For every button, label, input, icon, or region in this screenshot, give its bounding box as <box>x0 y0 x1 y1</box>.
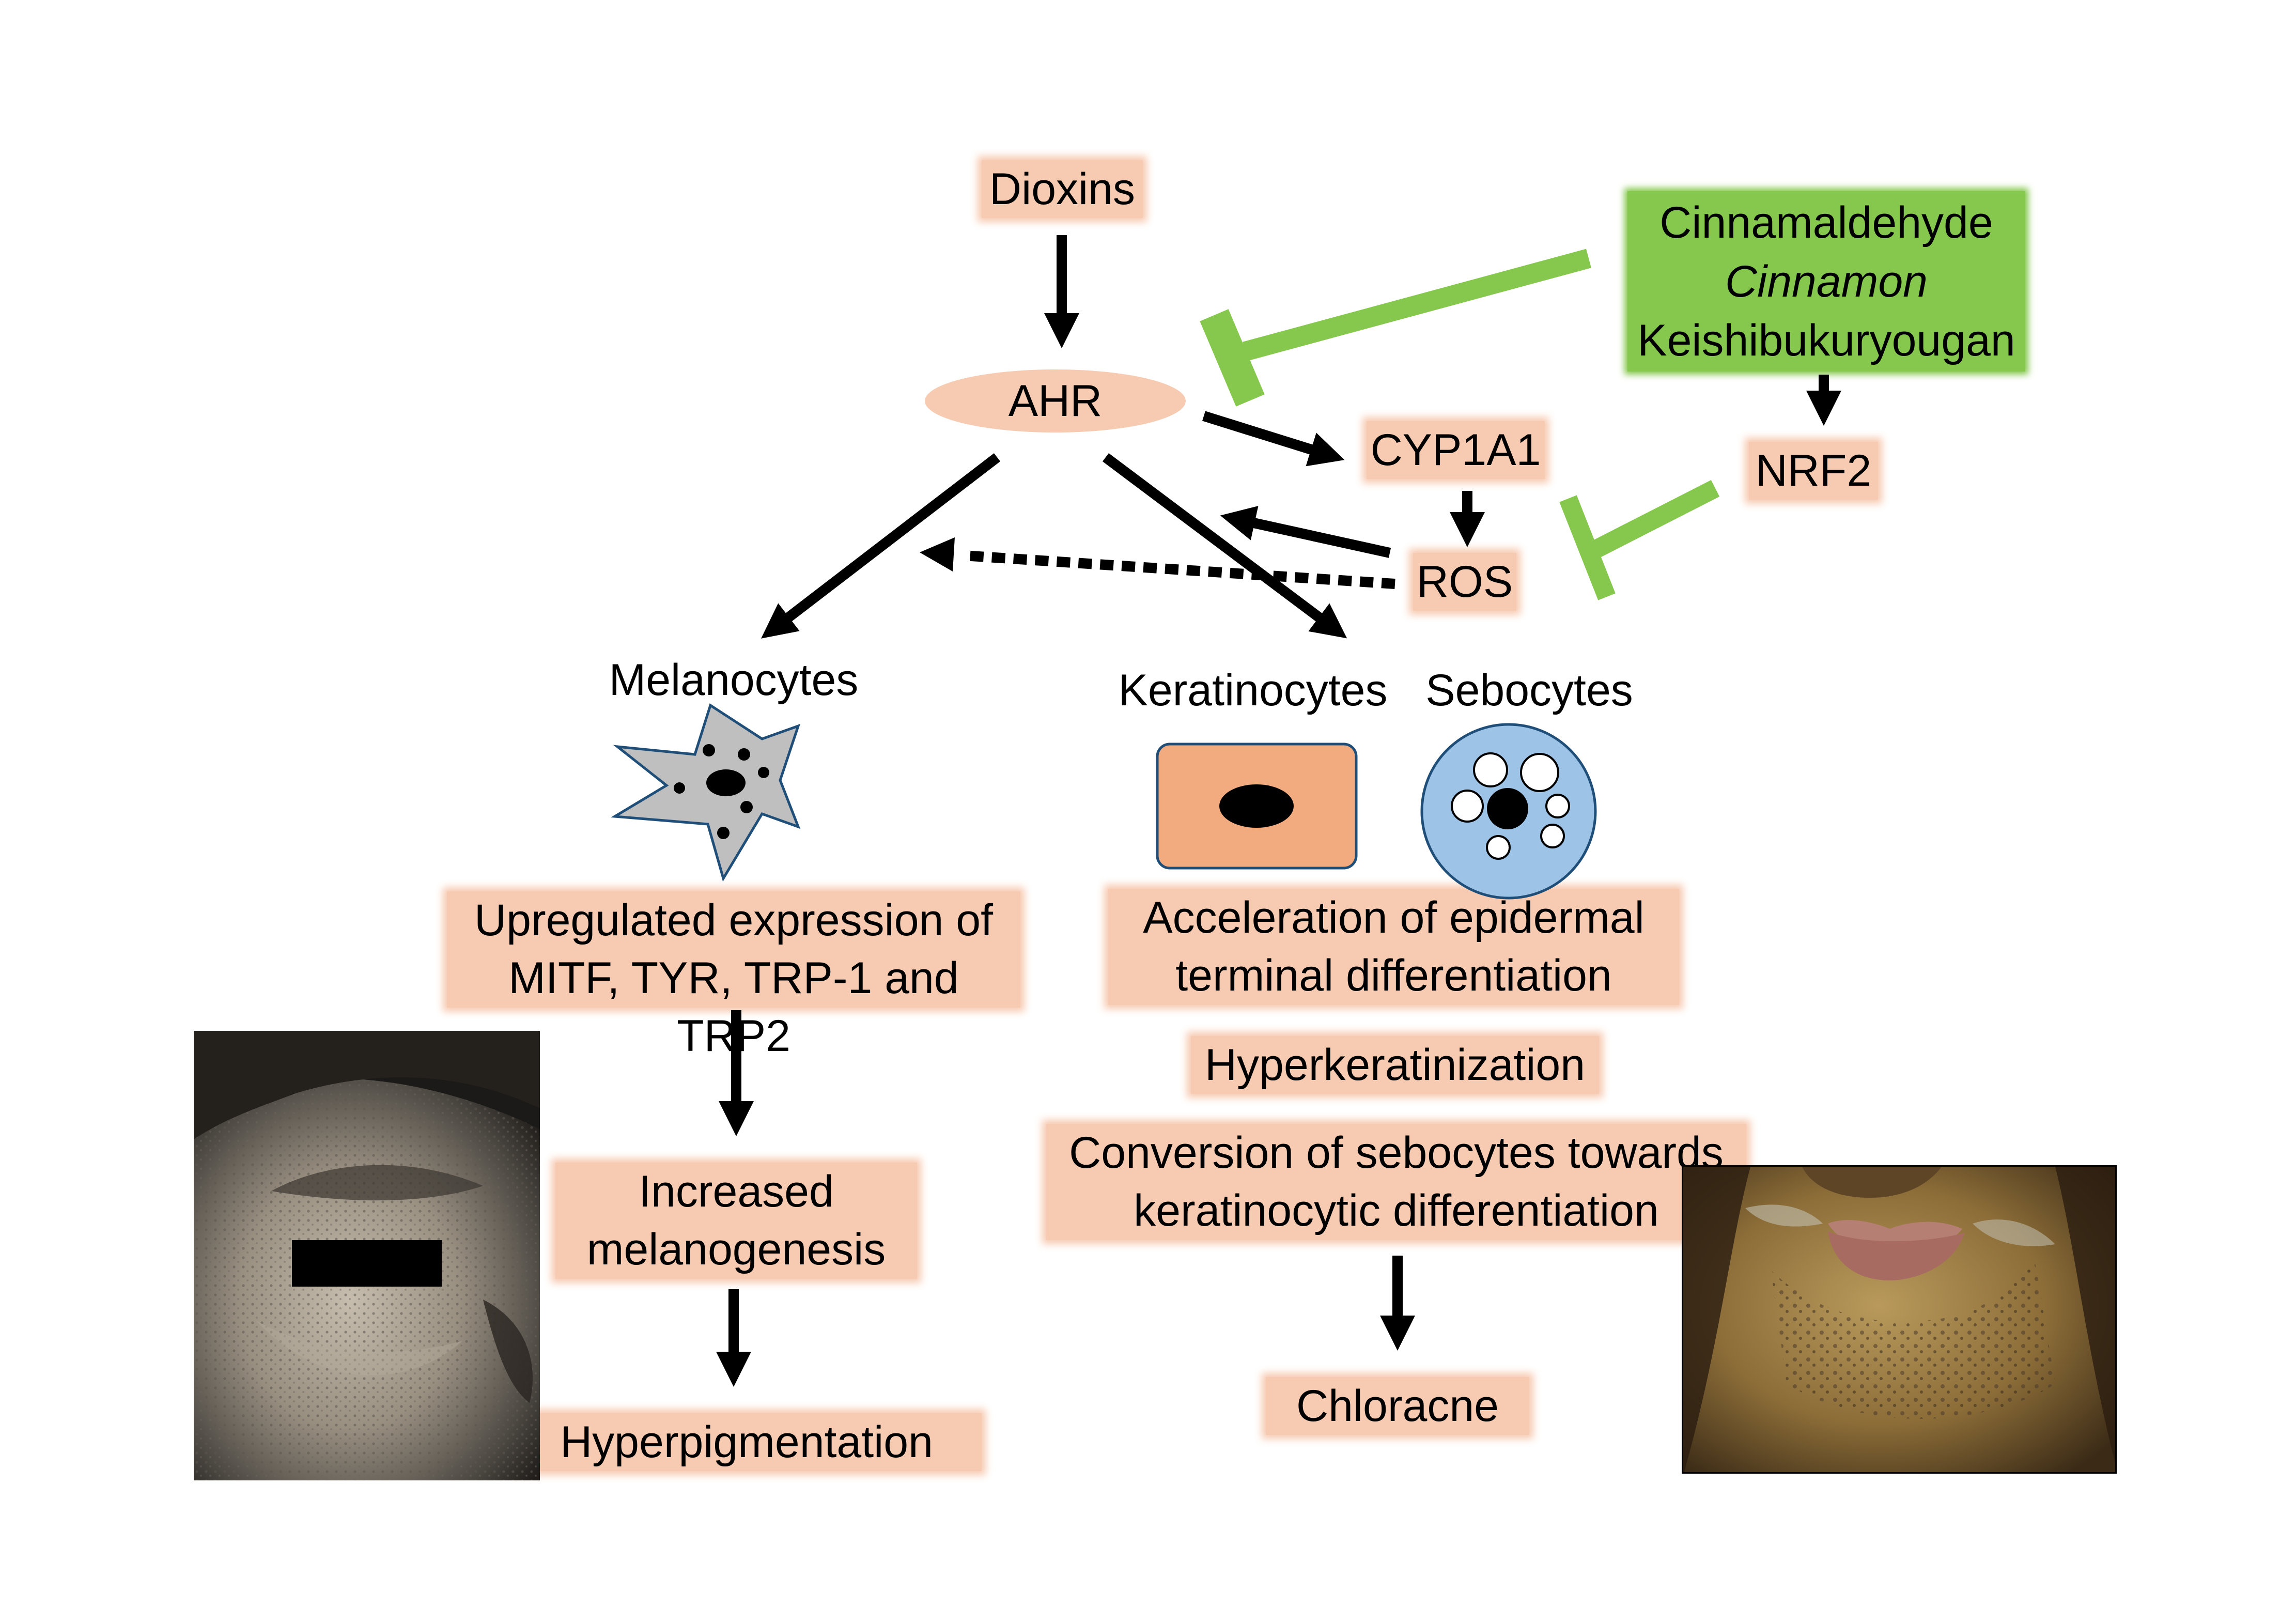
arrowhead-dotted <box>920 537 955 571</box>
ros-node: ROS <box>1413 553 1516 611</box>
inhibition-bar-ros <box>1559 480 1720 600</box>
acceleration-line-2: terminal differentiation <box>1175 951 1612 1000</box>
inhibitor-line-2: Cinnamon <box>1725 257 1928 306</box>
nrf2-node: NRF2 <box>1749 442 1878 500</box>
arrow-ahr-to-cyp1a1 <box>1202 411 1345 467</box>
melanocyte-cell <box>611 703 801 882</box>
nrf2-label: NRF2 <box>1755 446 1872 496</box>
chloracne-photo <box>1682 1165 2117 1474</box>
cyp1a1-label: CYP1A1 <box>1370 425 1541 475</box>
upregulated-line-1: Upregulated expression of <box>474 895 993 945</box>
keratinocyte-cell <box>1156 743 1358 870</box>
inhibitor-line-1: Cinnamaldehyde <box>1659 198 1993 248</box>
conversion-box: Conversion of sebocytes towards keratino… <box>1046 1124 1746 1240</box>
hyperpigmentation-label: Hyperpigmentation <box>560 1417 933 1467</box>
increased-melanogenesis-box: Increased melanogenesis <box>555 1163 917 1279</box>
arrow-ahr-to-keratinocytes <box>1103 453 1347 639</box>
acceleration-line-1: Acceleration of epidermal <box>1143 893 1645 942</box>
arrow-ros-to-ahr <box>1220 506 1391 558</box>
acceleration-box: Acceleration of epidermal terminal diffe… <box>1108 889 1679 1005</box>
ros-label: ROS <box>1416 557 1513 607</box>
increased-line-1: Increased <box>639 1167 834 1216</box>
inhibition-bar-ahr <box>1200 249 1591 407</box>
conversion-line-2: keratinocytic differentiation <box>1134 1186 1659 1235</box>
inhibitor-box: Cinnamaldehyde Cinnamon Keishibukuryouga… <box>1627 191 2025 372</box>
hyperpigmentation-box: Hyperpigmentation <box>511 1413 982 1471</box>
inhibitor-line-3: Keishibukuryougan <box>1637 316 2015 365</box>
chloracne-box: Chloracne <box>1266 1377 1529 1435</box>
ahr-node: AHR <box>925 369 1186 432</box>
conversion-line-1: Conversion of sebocytes towards <box>1069 1128 1724 1178</box>
sebocytes-label: Sebocytes <box>1425 666 1633 715</box>
dioxins-label: Dioxins <box>989 164 1135 214</box>
hyperkeratinization-box: Hyperkeratinization <box>1191 1036 1599 1094</box>
keratinocytes-label: Keratinocytes <box>1118 666 1388 715</box>
increased-line-2: melanogenesis <box>586 1225 886 1274</box>
chloracne-label: Chloracne <box>1296 1381 1499 1431</box>
arrow-ahr-to-melanocytes <box>761 453 1001 639</box>
cyp1a1-node: CYP1A1 <box>1367 421 1545 479</box>
upregulated-expression-box: Upregulated expression of MITF, TYR, TRP… <box>447 891 1020 1061</box>
privacy-bar <box>292 1240 442 1287</box>
sebocyte-cell <box>1420 723 1597 900</box>
arrow-ros-to-melanocytes-dotted <box>963 550 1395 589</box>
hyperkeratinization-label: Hyperkeratinization <box>1204 1040 1586 1090</box>
hyperpigmentation-photo <box>194 1031 540 1480</box>
dioxins-node: Dioxins <box>982 160 1143 218</box>
melanocytes-label: Melanocytes <box>609 655 859 705</box>
ahr-label: AHR <box>1008 376 1103 426</box>
